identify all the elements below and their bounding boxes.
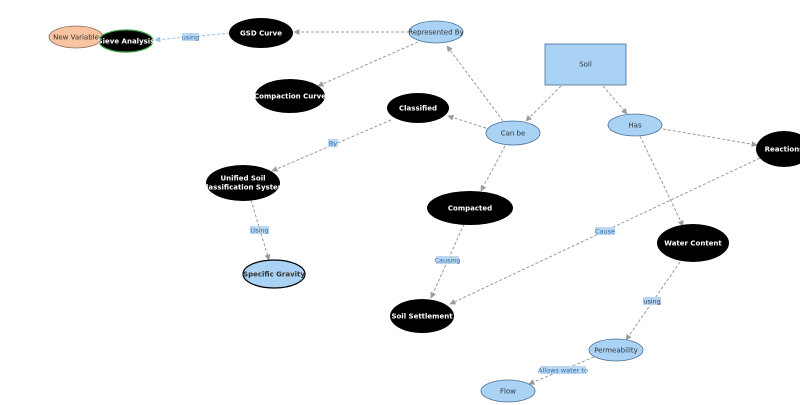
svg-text:Reactions: Reactions <box>765 146 800 154</box>
node-specific-gravity[interactable]: Specific Gravity <box>242 259 306 289</box>
node-soil[interactable]: Soil <box>544 43 627 86</box>
svg-text:Represented By: Represented By <box>408 29 463 37</box>
svg-text:Using: Using <box>250 227 268 235</box>
node-reactions[interactable]: Reactions <box>756 131 800 167</box>
svg-text:Compacted: Compacted <box>448 205 492 213</box>
edge-can-be-to-classified[interactable] <box>447 114 487 129</box>
svg-text:using: using <box>182 34 200 42</box>
svg-text:Classified: Classified <box>399 105 437 113</box>
edge-soil-to-can-be[interactable] <box>525 85 562 122</box>
svg-text:Cause: Cause <box>595 228 615 236</box>
node-water-content[interactable]: Water Content <box>657 224 729 262</box>
link-label-using-water: using <box>643 297 661 306</box>
node-new-variable[interactable]: New Variable <box>48 25 104 49</box>
node-gsd-curve[interactable]: GSD Curve <box>229 18 293 48</box>
link-label-cause: Cause <box>595 227 615 236</box>
svg-text:Classification System: Classification System <box>201 184 285 192</box>
node-classified[interactable]: Classified <box>387 93 449 123</box>
edge-has-to-reactions[interactable] <box>662 128 758 148</box>
node-permeability[interactable]: Permeability <box>588 338 644 362</box>
node-flow[interactable]: Flow <box>480 379 536 403</box>
link-label-by: By <box>328 139 338 148</box>
edge-soil-to-has[interactable] <box>602 85 628 115</box>
svg-text:Allows water to: Allows water to <box>538 367 588 375</box>
link-label-using-sieve: using <box>182 33 200 42</box>
svg-text:New Variable: New Variable <box>53 34 99 42</box>
svg-text:Soil Settlement: Soil Settlement <box>391 313 453 321</box>
node-compacted[interactable]: Compacted <box>427 191 513 225</box>
svg-text:By: By <box>329 140 337 148</box>
edge-represented-by-to-compaction-curve[interactable] <box>317 41 419 87</box>
link-label-allows-water-to: Allows water to <box>538 366 588 375</box>
node-has[interactable]: Has <box>607 113 663 137</box>
svg-text:GSD Curve: GSD Curve <box>240 30 282 38</box>
node-represented-by[interactable]: Represented By <box>408 20 464 44</box>
node-sieve-analysis[interactable]: Sieve Analysis <box>98 29 155 53</box>
edge-has-to-water-content[interactable] <box>639 135 684 227</box>
svg-text:Permeability: Permeability <box>594 347 638 355</box>
svg-text:Flow: Flow <box>500 388 516 396</box>
svg-text:Causing: Causing <box>434 257 460 265</box>
svg-text:Unified Soil: Unified Soil <box>220 175 265 183</box>
link-label-causing: Causing <box>434 256 461 265</box>
svg-text:Sieve Analysis: Sieve Analysis <box>98 38 155 46</box>
svg-text:Water Content: Water Content <box>664 240 722 248</box>
node-unified-soil-classification-system[interactable]: Unified Soil Classification System <box>201 165 285 201</box>
node-compaction-curve[interactable]: Compaction Curve <box>254 79 326 113</box>
node-can-be[interactable]: Can be <box>485 120 541 146</box>
svg-text:Can be: Can be <box>501 130 526 138</box>
svg-text:Specific Gravity: Specific Gravity <box>243 271 305 279</box>
svg-text:Has: Has <box>628 122 642 130</box>
edge-can-be-to-compacted[interactable] <box>480 145 506 192</box>
svg-text:Compaction Curve: Compaction Curve <box>254 93 326 101</box>
svg-text:Soil: Soil <box>579 61 592 69</box>
edge-can-be-to-represented-by[interactable] <box>446 45 504 122</box>
link-label-using-uscs: Using <box>250 226 269 235</box>
node-soil-settlement[interactable]: Soil Settlement <box>390 299 454 333</box>
edge-classified-to-uscs[interactable] <box>271 119 392 172</box>
svg-text:using: using <box>643 298 661 306</box>
